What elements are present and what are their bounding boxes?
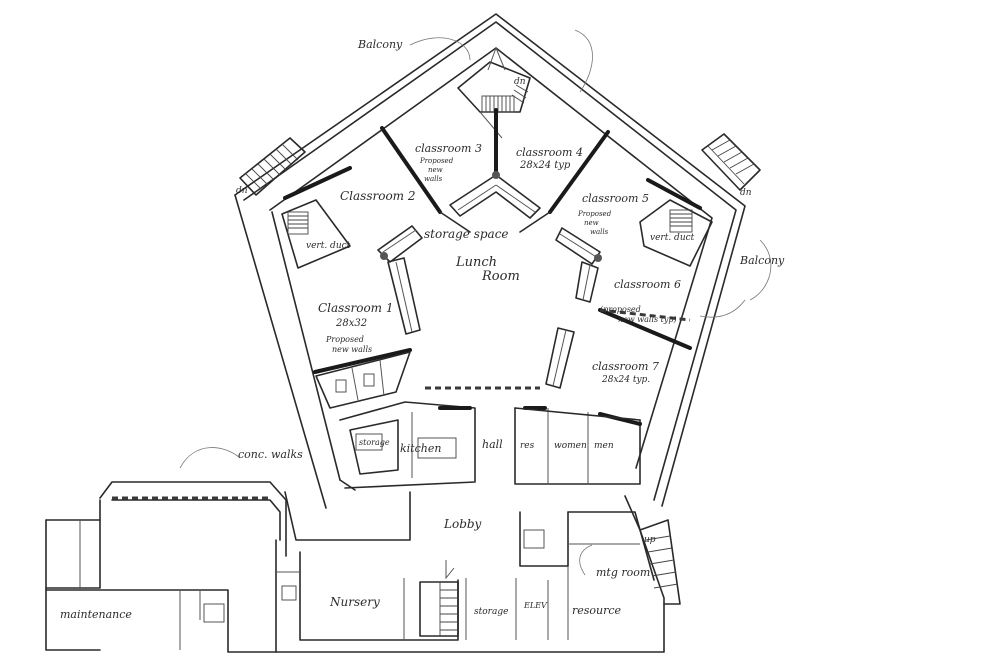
label-vert-duct-right: vert. duct <box>650 233 695 243</box>
label-classroom-1: Classroom 1 <box>318 301 394 315</box>
label-classroom-3-note-a: Proposed <box>419 157 454 165</box>
label-classroom-2: Classroom 2 <box>340 189 416 203</box>
label-classroom-6-note-b: new walls typ) <box>618 315 677 324</box>
label-classroom-5-note-b: new <box>584 219 599 227</box>
classroom-1-restrooms <box>315 351 411 409</box>
restroom-block <box>514 406 642 485</box>
right-vert-duct <box>639 199 713 267</box>
label-balcony-right: Balcony <box>739 254 785 267</box>
label-classroom-5-note-a: Proposed <box>577 210 612 218</box>
classroom-partitions <box>283 108 702 374</box>
label-lunch-room-b: Room <box>481 269 520 284</box>
lower-wing <box>275 491 681 653</box>
pentagon-outer-wall <box>234 13 746 509</box>
label-dn-right: dn <box>740 188 752 198</box>
top-stair <box>457 47 531 139</box>
right-exterior-stair <box>701 133 761 191</box>
label-dn-top: dn <box>514 77 526 87</box>
label-nursery: Nursery <box>329 595 380 609</box>
label-vert-duct-left: vert. duct <box>306 241 351 251</box>
label-classroom-3-note-c: walls <box>424 175 443 183</box>
storage-core <box>377 171 602 265</box>
label-conc-walks: conc. walks <box>238 448 303 461</box>
label-kitchen: kitchen <box>400 442 441 455</box>
label-classroom-4-size: 28x24 typ <box>519 160 571 171</box>
label-lunch-room-a: Lunch <box>455 255 497 270</box>
label-balcony-top: Balcony <box>357 38 403 51</box>
label-classroom-5: classroom 5 <box>582 192 649 205</box>
label-classroom-6: classroom 6 <box>614 278 681 291</box>
label-women: women <box>554 441 587 451</box>
label-classroom-7: classroom 7 <box>592 360 659 373</box>
label-classroom-4: classroom 4 <box>516 146 583 159</box>
label-resource: resource <box>572 604 622 617</box>
kitchen-block <box>339 401 476 489</box>
label-maintenance: maintenance <box>60 608 132 621</box>
label-classroom-7-size: 28x24 typ. <box>601 375 650 385</box>
left-vert-duct <box>281 199 351 269</box>
label-dn-left: dn <box>236 186 248 196</box>
label-up: up <box>644 535 656 545</box>
label-classroom-1-note-a: Proposed <box>325 335 364 344</box>
label-mtg-room: mtg room <box>596 566 650 579</box>
label-classroom-3: classroom 3 <box>415 142 482 155</box>
label-storage-kitchen: storage <box>359 438 390 447</box>
label-classroom-5-note-c: walls <box>590 228 609 236</box>
label-hall: hall <box>482 438 503 451</box>
label-men: men <box>594 441 614 451</box>
label-classroom-6-note-a: (proposed <box>600 305 641 314</box>
maintenance-building <box>45 481 287 653</box>
room-labels: Balcony Balcony dn dn dn up Classroom 1 … <box>60 38 785 621</box>
label-elev: ELEV <box>523 601 548 610</box>
label-classroom-3-note-b: new <box>428 166 443 174</box>
label-storage-bottom: storage <box>474 607 508 617</box>
leader-lines <box>179 29 772 576</box>
lunch-room-edges <box>387 257 599 390</box>
label-storage-space: storage space <box>424 227 509 241</box>
label-classroom-1-size: 28x32 <box>335 318 367 329</box>
lower-stair <box>419 560 459 637</box>
left-exterior-stair <box>239 137 306 196</box>
label-res: res <box>520 441 535 451</box>
label-lobby: Lobby <box>443 517 482 531</box>
label-classroom-1-note-b: new walls <box>332 345 372 354</box>
